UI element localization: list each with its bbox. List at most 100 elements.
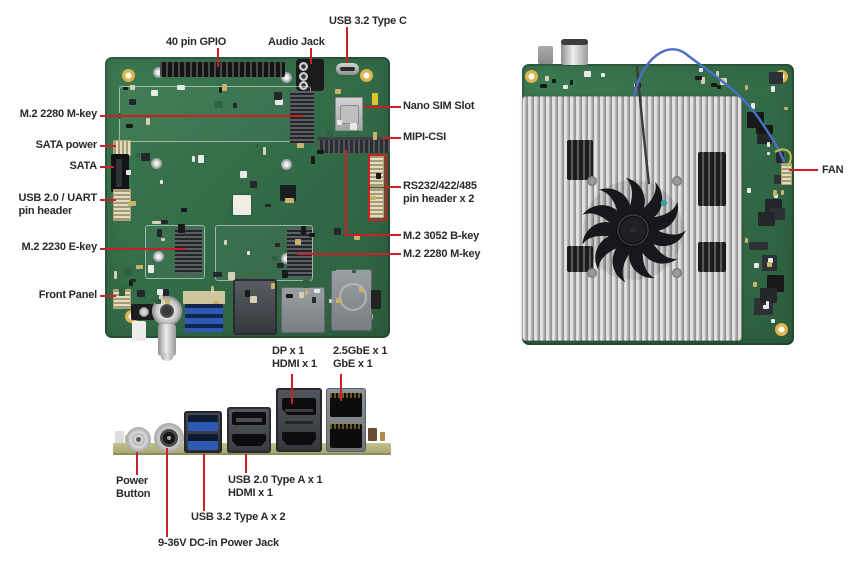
component-chip: [336, 297, 343, 303]
component-chip: [264, 203, 271, 207]
component-chip: [273, 92, 283, 101]
component-chip: [311, 155, 316, 164]
component-chip: [128, 99, 137, 106]
component-chip: [746, 111, 764, 129]
component-chip: [368, 196, 376, 201]
board-top-view: [105, 57, 390, 361]
label-lan: 2.5GbE x 1 GbE x 1: [333, 345, 388, 371]
component-chip: [373, 131, 377, 140]
component-chip: [122, 87, 129, 91]
component-chip: [148, 264, 154, 274]
component-chip: [304, 289, 308, 296]
component-chip: [334, 228, 342, 235]
component-chip: [715, 70, 720, 78]
sata-connector: [111, 154, 129, 192]
component-chip: [784, 106, 788, 111]
component-chip: [178, 223, 186, 233]
leader-line: [789, 169, 818, 171]
label-sata-power: SATA power: [35, 139, 98, 151]
component-chip: [161, 220, 168, 225]
component-chip: [191, 156, 196, 163]
component-chip: [563, 85, 569, 90]
component-chip: [160, 237, 165, 241]
component-chip: [769, 72, 784, 84]
leader-line: [166, 448, 168, 537]
component-chip: [221, 83, 228, 91]
component-chip: [313, 288, 321, 294]
component-chip: [125, 170, 132, 176]
component-chip: [303, 280, 311, 288]
component-chip: [159, 294, 164, 304]
component-chip: [156, 288, 164, 295]
component-chip: [359, 287, 364, 293]
component-chip: [249, 180, 257, 188]
leader-line: [245, 454, 247, 473]
component-chip: [544, 75, 549, 81]
component-chip: [215, 100, 223, 108]
component-chip: [262, 146, 267, 155]
component-chip: [256, 143, 260, 149]
dc-in-jack-port: [154, 423, 184, 453]
component-chip: [776, 151, 785, 164]
component-chip: [197, 154, 204, 164]
component-chip: [129, 280, 133, 286]
component-chip: [180, 207, 188, 212]
component-chip: [124, 268, 132, 277]
screw-icon: [281, 72, 292, 83]
label-rs232-pin-header: RS232/422/485 pin header x 2: [403, 180, 477, 206]
component-chip: [771, 318, 776, 323]
component-chip: [162, 289, 169, 296]
component-chip: [145, 117, 150, 125]
component-chip: [351, 269, 357, 274]
component-chip: [211, 286, 215, 292]
component-chip: [569, 79, 573, 85]
nano-sim-slot-connector: [335, 97, 363, 131]
leader-line: [203, 454, 205, 511]
component-chip: [246, 250, 250, 256]
rs232-pin-header: [368, 188, 384, 218]
component-chip: [250, 296, 258, 304]
component-chip: [336, 120, 342, 125]
component-chip: [228, 272, 235, 281]
component-chip: [274, 98, 283, 106]
screw-icon: [153, 251, 164, 262]
component-chip: [245, 290, 250, 297]
screw-icon: [151, 158, 162, 169]
component-chip: [773, 174, 782, 185]
label-m2-2280-m-key: M.2 2280 M-key: [19, 108, 98, 120]
component-chip: [767, 261, 772, 267]
component-chip: [350, 122, 358, 131]
usb3-stack-top: [185, 304, 223, 332]
board-heatsink-view: [522, 39, 794, 345]
component-chip: [749, 241, 768, 251]
component-chip: [272, 255, 278, 261]
label-dc-in: 9-36V DC-in Power Jack: [158, 537, 279, 549]
mipi-csi-connector: [318, 137, 390, 153]
component-chip: [271, 283, 275, 290]
component-chip: [275, 242, 280, 248]
component-chip: [285, 293, 293, 298]
component-chip: [353, 234, 361, 241]
leader-line: [100, 295, 116, 297]
component-chip: [763, 305, 769, 310]
mounting-hole: [360, 69, 373, 82]
component-chip: [154, 299, 162, 304]
component-chip: [130, 84, 135, 91]
leader-line: [100, 166, 114, 168]
component-chip: [125, 123, 134, 129]
usb-c-port: [336, 63, 359, 75]
power-button-rear: [538, 46, 553, 64]
component-chip: [233, 102, 238, 109]
component-chip: [156, 229, 163, 238]
component-chip: [335, 89, 341, 94]
component-chip: [540, 83, 548, 89]
leader-line: [100, 199, 116, 201]
label-fan: FAN: [822, 164, 844, 176]
component-chip: [770, 86, 776, 92]
leader-line: [345, 234, 401, 236]
component-chip: [300, 226, 306, 235]
ethernet-ports: [326, 388, 366, 452]
component-chip: [282, 270, 289, 278]
dp-hdmi-ports: [276, 388, 322, 452]
